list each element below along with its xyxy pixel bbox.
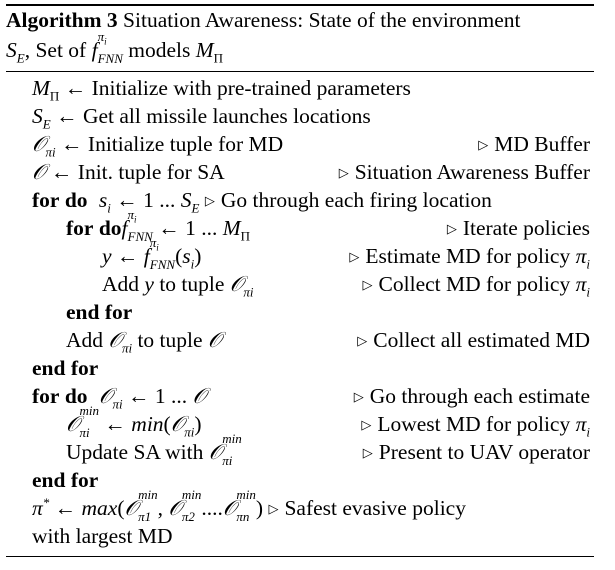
algorithm-label: Algorithm 3 bbox=[6, 8, 118, 32]
triangle-icon: ▷ bbox=[361, 417, 372, 432]
comment: ▷Present to UAV operator bbox=[362, 440, 590, 464]
triangle-icon: ▷ bbox=[478, 137, 489, 152]
comment: ▷Collect MD for policy πi bbox=[362, 272, 590, 300]
algo-line-2: SE ← Get all missile launches locations bbox=[32, 104, 371, 132]
algo-line-3: 𝒪πi ← Initialize tuple for MD ▷MD Buffer bbox=[32, 132, 590, 160]
algo-line-14: Update SA with 𝒪minminπi ▷Present to UAV… bbox=[66, 431, 590, 468]
algorithm-caption-line2: SE, Set of fFNNπiFNN models MΠ bbox=[6, 29, 224, 66]
triangle-icon: ▷ bbox=[362, 445, 373, 460]
algo-line-13: 𝒪minminπi ← min(𝒪πi) ▷Lowest MD for poli… bbox=[66, 403, 590, 440]
triangle-icon: ▷ bbox=[357, 333, 368, 348]
triangle-icon: ▷ bbox=[349, 249, 360, 264]
algorithm-caption: Algorithm 3 Situation Awareness: State o… bbox=[6, 6, 521, 34]
algo-line-6: for dofFNNπiFNN ← 1 ... MΠ ▷Iterate poli… bbox=[66, 207, 590, 244]
triangle-icon: ▷ bbox=[362, 277, 373, 292]
triangle-icon: ▷ bbox=[353, 389, 364, 404]
algo-line-4: 𝒪 ← Init. tuple for SA ▷Situation Awaren… bbox=[6, 158, 590, 186]
top-rule bbox=[6, 4, 594, 6]
triangle-icon: ▷ bbox=[268, 501, 279, 516]
triangle-icon: ▷ bbox=[204, 193, 215, 208]
triangle-icon: ▷ bbox=[338, 165, 349, 180]
comment: ▷Lowest MD for policy πi bbox=[361, 412, 590, 440]
algo-line-12: for do 𝒪πi ← 1 ... 𝒪 ▷Go through each es… bbox=[32, 384, 590, 412]
algo-line-5: for do si ← 1 ... SE ▷Go through each fi… bbox=[32, 188, 492, 216]
comment: ▷Estimate MD for policy πi bbox=[349, 244, 590, 272]
comment: ▷MD Buffer bbox=[478, 132, 590, 156]
comment: ▷Iterate policies bbox=[446, 216, 590, 240]
algo-line-9: end for bbox=[66, 300, 133, 324]
algorithm-title: Situation Awareness: State of the enviro… bbox=[123, 8, 521, 32]
algo-line-1: MΠ ← Initialize with pre-trained paramet… bbox=[32, 76, 411, 104]
algo-line-15: end for bbox=[32, 468, 99, 492]
triangle-icon: ▷ bbox=[446, 221, 457, 236]
algo-line-7: y ← fFNNπiFNN(si) ▷Estimate MD for polic… bbox=[102, 235, 590, 272]
algo-line-16: π* ← max(𝒪minminπ1, 𝒪minminπ2....𝒪minmin… bbox=[32, 487, 466, 524]
algo-line-11: end for bbox=[32, 356, 99, 380]
comment: ▷Situation Awareness Buffer bbox=[338, 160, 590, 184]
comment: ▷Go through each estimate bbox=[353, 384, 590, 408]
bottom-rule bbox=[6, 556, 594, 557]
caption-rule bbox=[6, 71, 594, 72]
algo-line-10: Add 𝒪πi to tuple 𝒪 ▷Collect all estimate… bbox=[66, 328, 590, 356]
algo-line-17: with largest MD bbox=[32, 524, 173, 548]
comment: ▷Collect all estimated MD bbox=[357, 328, 590, 352]
algo-line-8: Add y to tuple 𝒪πi ▷Collect MD for polic… bbox=[102, 272, 590, 300]
